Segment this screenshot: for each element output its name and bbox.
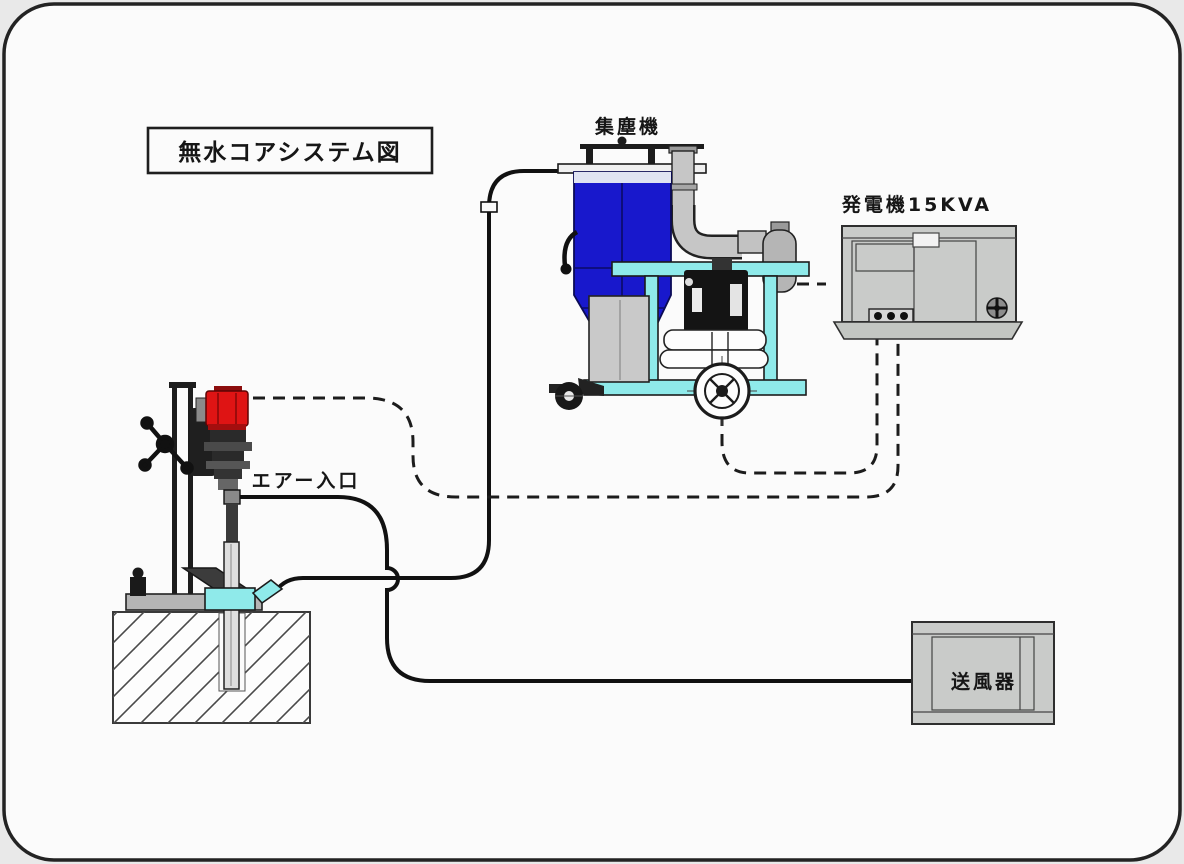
blower: 送風器 [911,621,1055,725]
diagram-title: 無水コアシステム図 [178,140,401,166]
main-wheel [687,356,757,426]
engine [659,258,769,369]
air-inlet-fitting [223,489,241,505]
feed-handle [138,416,194,475]
generator [832,225,1024,340]
blower-label: 送風器 [951,670,1017,693]
dust-suction-hose [274,169,580,593]
air-inlet-label: エアー入口 [252,470,361,492]
hose-coupler [480,201,498,213]
generator-base [832,321,1024,340]
collection-bin [588,295,650,383]
generator-cap [912,232,940,248]
generator-outlet-panel [868,308,914,324]
dust-collector [549,136,810,426]
dust-collector-label: 集塵機 [594,115,661,138]
generator-dial [986,297,1008,319]
hoses [238,169,914,683]
cable-generator-to-drill [253,338,900,499]
drill-motor [195,386,249,430]
caster-wheel [549,378,604,410]
drill-shaft [226,504,238,542]
generator-label: 発電機15KVA [841,193,992,216]
power-cables [253,282,900,499]
cable-generator-to-dust-collector [720,338,879,475]
title-box: 無水コアシステム図 [146,126,434,175]
hopper-handle [562,230,579,267]
dust-shroud [204,578,284,611]
drill-gearbox [204,430,252,490]
core-drill [125,382,284,690]
concrete-block [112,611,311,724]
